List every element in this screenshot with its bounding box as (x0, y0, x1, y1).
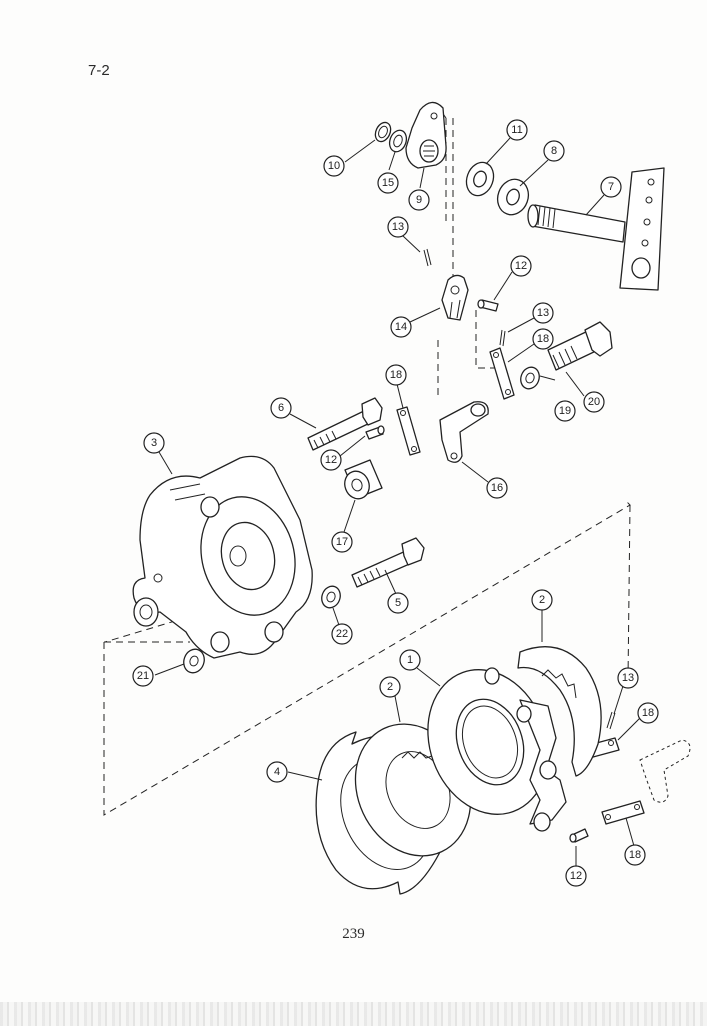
callout-13-right: 13 (617, 667, 639, 689)
callout-4: 4 (266, 761, 288, 783)
callout-2-left: 2 (379, 676, 401, 698)
part-20-bolt (547, 321, 613, 371)
callout-2-label: 2 (387, 681, 393, 693)
callout-9: 9 (408, 189, 430, 211)
callout-5-label: 5 (395, 597, 401, 609)
callout-6-label: 6 (278, 402, 284, 414)
callout-12-label: 12 (325, 454, 337, 466)
callout-17: 17 (331, 531, 353, 553)
callout-2-top: 2 (531, 589, 553, 611)
leader-lines (154, 137, 641, 866)
part-18-link-lower (601, 800, 645, 825)
callout-12-label: 12 (515, 260, 527, 272)
callout-16: 16 (486, 477, 508, 499)
part-6-bolt (307, 397, 383, 451)
callout-8-label: 8 (551, 145, 557, 157)
callout-18-right: 18 (637, 702, 659, 724)
callout-8: 8 (543, 140, 565, 162)
callout-11-label: 11 (511, 124, 522, 136)
callout-18-lower: 18 (624, 844, 646, 866)
callout-6: 6 (270, 397, 292, 419)
part-11-washer (465, 161, 495, 197)
part-16-lever (439, 401, 489, 463)
callout-21: 21 (132, 665, 154, 687)
section-label: 7-2 (88, 62, 110, 79)
part-14-clevis (441, 274, 469, 321)
callout-12-bottom: 12 (565, 865, 587, 887)
callout-3-label: 3 (151, 437, 157, 449)
callout-12-mid: 12 (320, 449, 342, 471)
callout-13-mid: 13 (532, 302, 554, 324)
part-13-cotter-pin-upper (423, 248, 432, 267)
callout-5: 5 (387, 592, 409, 614)
callout-16-label: 16 (491, 482, 503, 494)
callout-17-label: 17 (336, 536, 348, 548)
part-12-pin-lower (569, 828, 589, 843)
callout-22-label: 22 (336, 628, 348, 640)
callout-18-center: 18 (385, 364, 407, 386)
assembly-dashed-lines (103, 99, 631, 816)
part-22-washer (321, 585, 341, 609)
callout-7-label: 7 (608, 181, 614, 193)
part-2-friction-disc-rear (517, 646, 602, 777)
callout-18-label: 18 (390, 369, 402, 381)
page-number: 239 (342, 926, 365, 942)
part-12-pin-upper (477, 299, 499, 312)
part-9-lever (405, 101, 447, 169)
part-19-washer (520, 366, 540, 390)
callout-4-label: 4 (274, 766, 280, 778)
callout-7: 7 (600, 176, 622, 198)
part-21-washer (183, 648, 205, 674)
callout-20-label: 20 (588, 396, 600, 408)
part-1-actuator (427, 667, 567, 832)
part-18-link-center (396, 406, 421, 456)
part-13-cotter-pin-right (606, 711, 616, 730)
callout-13-label: 13 (537, 307, 549, 319)
callout-9-label: 9 (416, 194, 422, 206)
part-17-bushing (344, 459, 383, 500)
callout-13-label: 13 (622, 672, 634, 684)
callout-10: 10 (323, 155, 345, 177)
callout-15-label: 15 (382, 177, 394, 189)
part-8-washer (496, 178, 530, 216)
callout-12-top: 12 (510, 255, 532, 277)
callout-18-label: 18 (537, 333, 549, 345)
callout-13-label: 13 (392, 221, 404, 233)
callout-22: 22 (331, 623, 353, 645)
callout-18-upper: 18 (532, 328, 554, 350)
part-15-washer (388, 129, 408, 153)
phantom-lever (639, 739, 691, 803)
part-18-link-upper (489, 347, 515, 400)
callout-2-label: 2 (539, 594, 545, 606)
callout-18-label: 18 (642, 707, 654, 719)
callout-14: 14 (390, 316, 412, 338)
callout-18-label: 18 (629, 849, 641, 861)
callout-12-label: 12 (570, 870, 582, 882)
part-3-brake-housing (132, 455, 313, 659)
callout-1-label: 1 (407, 654, 413, 666)
callout-15: 15 (377, 172, 399, 194)
callout-11: 11 (506, 119, 528, 141)
callout-19-label: 19 (559, 405, 571, 417)
part-13-cotter-pin-middle (499, 329, 506, 347)
callout-19: 19 (554, 400, 576, 422)
callout-10-label: 10 (328, 160, 340, 172)
callout-20: 20 (583, 391, 605, 413)
part-10-ring (374, 121, 392, 143)
part-7-shaft (527, 167, 665, 291)
callout-13-top: 13 (387, 216, 409, 238)
callout-1: 1 (399, 649, 421, 671)
part-12-pin-middle (365, 425, 385, 440)
callout-21-label: 21 (137, 670, 149, 682)
part-5-bolt (351, 537, 425, 588)
callout-14-label: 14 (395, 321, 407, 333)
scan-edge-artifact (0, 1002, 707, 1026)
callout-3: 3 (143, 432, 165, 454)
